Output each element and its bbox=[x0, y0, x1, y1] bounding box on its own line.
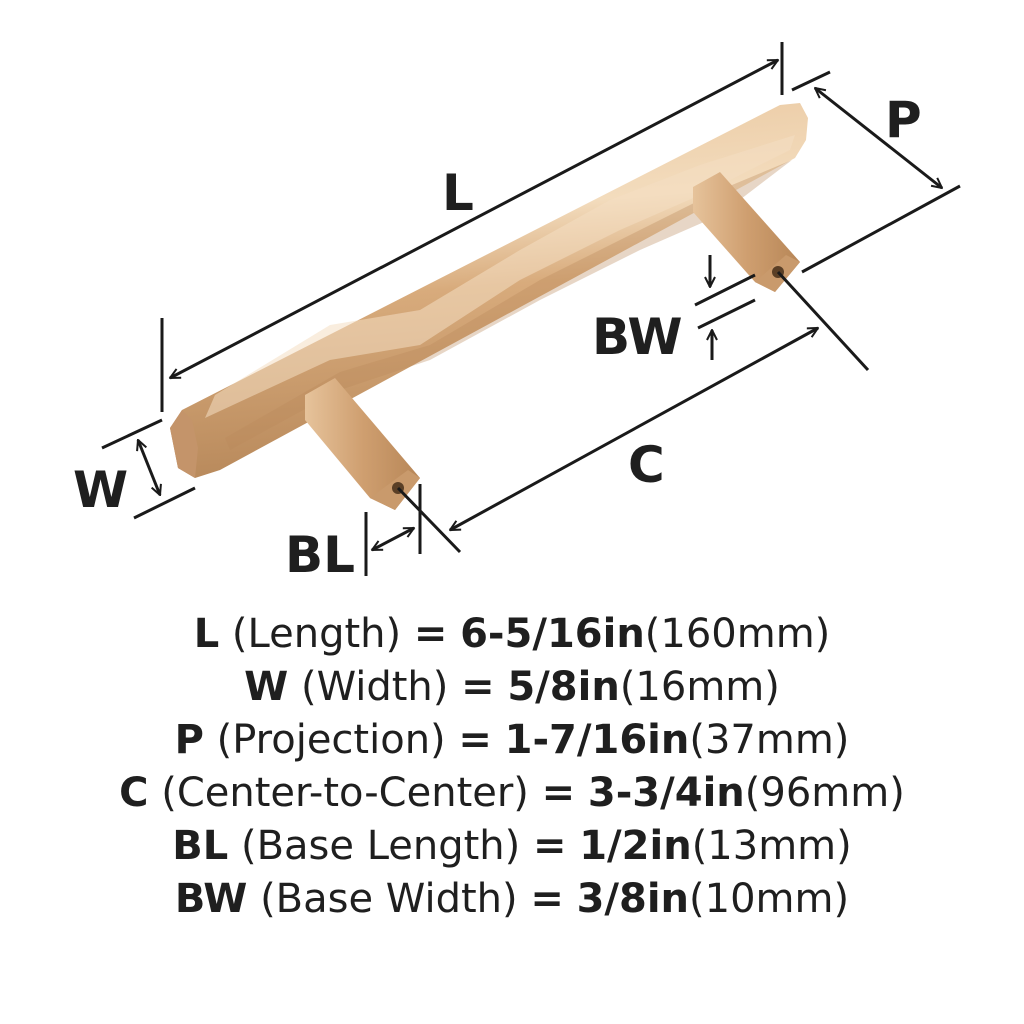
handle-bar bbox=[170, 103, 808, 478]
label-length: L bbox=[442, 164, 474, 222]
left-post bbox=[305, 378, 420, 510]
pull-handle-illustration bbox=[101, 42, 961, 576]
dimension-diagram: L P BW W C BL bbox=[73, 42, 961, 584]
spec-length: L (Length) = 6-5/16in(160mm) bbox=[193, 611, 831, 657]
spec-base-length: BL (Base Length) = 1/2in(13mm) bbox=[172, 823, 852, 869]
label-base-width: BW bbox=[592, 308, 683, 366]
dimension-spec-list: L (Length) = 6-5/16in(160mm) W (Width) =… bbox=[0, 608, 1024, 926]
spec-center-to-center: C (Center-to-Center) = 3-3/4in(96mm) bbox=[119, 770, 905, 816]
label-center-to-center: C bbox=[628, 436, 665, 494]
label-width: W bbox=[73, 461, 129, 519]
label-projection: P bbox=[885, 91, 922, 149]
spec-base-width: BW (Base Width) = 3/8in(10mm) bbox=[174, 876, 850, 922]
label-base-length: BL bbox=[285, 526, 355, 584]
dimension-lines bbox=[101, 42, 961, 576]
spec-width: W (Width) = 5/8in(16mm) bbox=[244, 664, 780, 710]
spec-projection: P (Projection) = 1-7/16in(37mm) bbox=[174, 717, 850, 763]
